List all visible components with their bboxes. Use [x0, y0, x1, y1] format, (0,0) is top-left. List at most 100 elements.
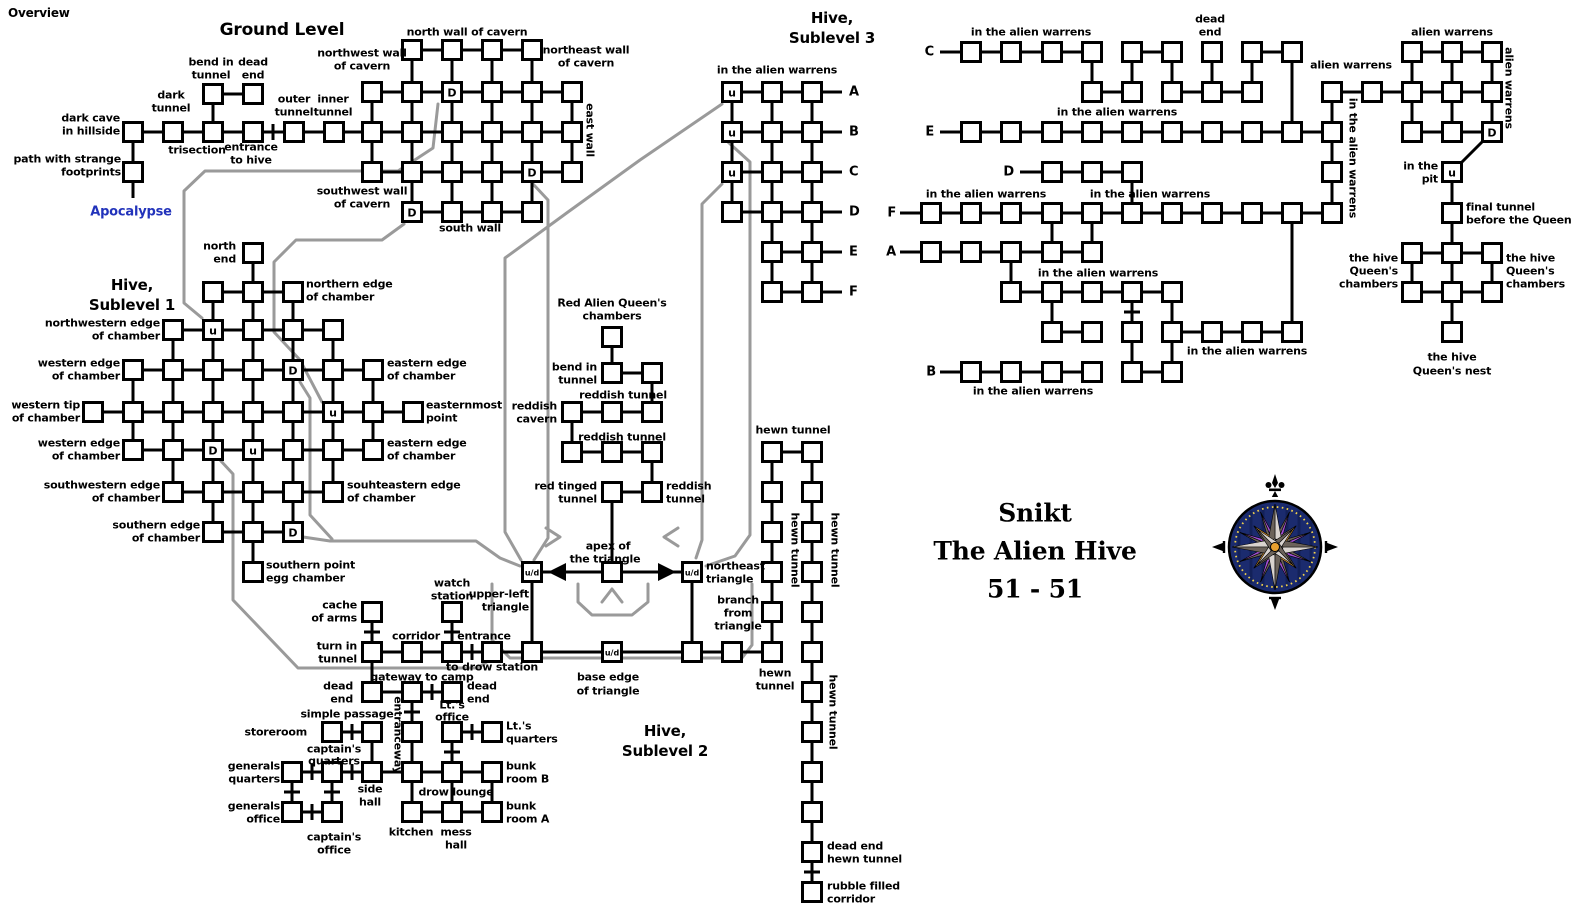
map-room[interactable]: [1000, 121, 1022, 143]
map-room[interactable]: [481, 81, 503, 103]
map-room[interactable]: [122, 121, 144, 143]
map-room[interactable]: [481, 801, 503, 823]
map-room[interactable]: [920, 202, 942, 224]
map-room[interactable]: [282, 521, 304, 543]
map-room[interactable]: [1441, 281, 1463, 303]
map-room[interactable]: [1161, 41, 1183, 63]
map-room[interactable]: [282, 401, 304, 423]
map-room[interactable]: [801, 241, 823, 263]
map-room[interactable]: [1081, 161, 1103, 183]
map-room[interactable]: [162, 359, 184, 381]
map-room[interactable]: [1081, 281, 1103, 303]
map-room[interactable]: [441, 161, 463, 183]
map-room[interactable]: [721, 81, 743, 103]
map-room[interactable]: [1081, 202, 1103, 224]
map-room[interactable]: [1201, 321, 1223, 343]
map-room[interactable]: [122, 401, 144, 423]
map-room[interactable]: [1121, 81, 1143, 103]
map-room[interactable]: [322, 481, 344, 503]
map-room[interactable]: [1481, 121, 1503, 143]
map-room[interactable]: [641, 441, 663, 463]
map-room[interactable]: [801, 841, 823, 863]
map-room[interactable]: [1081, 361, 1103, 383]
map-room[interactable]: [1281, 321, 1303, 343]
map-room[interactable]: [401, 721, 423, 743]
map-room[interactable]: [441, 201, 463, 223]
map-room[interactable]: [960, 202, 982, 224]
map-room[interactable]: [441, 761, 463, 783]
map-room[interactable]: [242, 481, 264, 503]
map-room[interactable]: [401, 681, 423, 703]
map-room[interactable]: [761, 81, 783, 103]
map-room[interactable]: [162, 401, 184, 423]
map-room[interactable]: [960, 41, 982, 63]
map-room[interactable]: [401, 761, 423, 783]
map-room[interactable]: [561, 121, 583, 143]
map-room[interactable]: [401, 641, 423, 663]
map-room[interactable]: [282, 481, 304, 503]
map-room[interactable]: [801, 721, 823, 743]
map-room[interactable]: [162, 439, 184, 461]
map-room[interactable]: [242, 319, 264, 341]
map-room[interactable]: [1401, 281, 1423, 303]
map-room[interactable]: [761, 201, 783, 223]
map-room[interactable]: [521, 561, 543, 583]
map-room[interactable]: [162, 121, 184, 143]
map-room[interactable]: [441, 681, 463, 703]
map-room[interactable]: [242, 281, 264, 303]
map-room[interactable]: [1161, 121, 1183, 143]
map-room[interactable]: [1161, 281, 1183, 303]
map-room[interactable]: [1201, 202, 1223, 224]
map-room[interactable]: [1401, 41, 1423, 63]
map-room[interactable]: [122, 439, 144, 461]
map-room[interactable]: [920, 241, 942, 263]
map-room[interactable]: [361, 121, 383, 143]
map-room[interactable]: [202, 281, 224, 303]
map-room[interactable]: [1041, 161, 1063, 183]
map-room[interactable]: [122, 161, 144, 183]
map-room[interactable]: [801, 161, 823, 183]
map-room[interactable]: [401, 201, 423, 223]
map-room[interactable]: [1161, 321, 1183, 343]
map-room[interactable]: [1481, 281, 1503, 303]
map-room[interactable]: [122, 359, 144, 381]
map-room[interactable]: [561, 401, 583, 423]
map-room[interactable]: [242, 401, 264, 423]
map-room[interactable]: [1201, 41, 1223, 63]
map-room[interactable]: [1441, 81, 1463, 103]
map-room[interactable]: [801, 681, 823, 703]
map-room[interactable]: [321, 721, 343, 743]
map-room[interactable]: [761, 161, 783, 183]
map-room[interactable]: [801, 881, 823, 903]
map-room[interactable]: [1481, 242, 1503, 264]
map-room[interactable]: [202, 83, 224, 105]
map-room[interactable]: [1041, 202, 1063, 224]
map-room[interactable]: [322, 359, 344, 381]
map-room[interactable]: [1041, 321, 1063, 343]
map-room[interactable]: [1281, 202, 1303, 224]
map-room[interactable]: [1081, 121, 1103, 143]
map-room[interactable]: [601, 362, 623, 384]
map-room[interactable]: [761, 601, 783, 623]
map-room[interactable]: [601, 326, 623, 348]
map-room[interactable]: [1121, 321, 1143, 343]
map-room[interactable]: [242, 521, 264, 543]
map-room[interactable]: [441, 39, 463, 61]
map-room[interactable]: [361, 81, 383, 103]
map-room[interactable]: [1241, 81, 1263, 103]
room-label[interactable]: Apocalypse: [90, 205, 172, 220]
map-room[interactable]: [1081, 321, 1103, 343]
map-room[interactable]: [801, 201, 823, 223]
map-room[interactable]: [361, 681, 383, 703]
map-room[interactable]: [162, 319, 184, 341]
map-room[interactable]: [801, 801, 823, 823]
map-room[interactable]: [202, 439, 224, 461]
map-room[interactable]: [481, 761, 503, 783]
map-room[interactable]: [521, 161, 543, 183]
map-room[interactable]: [361, 641, 383, 663]
map-room[interactable]: [1321, 121, 1343, 143]
map-room[interactable]: [361, 601, 383, 623]
map-room[interactable]: [601, 561, 623, 583]
map-room[interactable]: [960, 121, 982, 143]
map-room[interactable]: [281, 761, 303, 783]
